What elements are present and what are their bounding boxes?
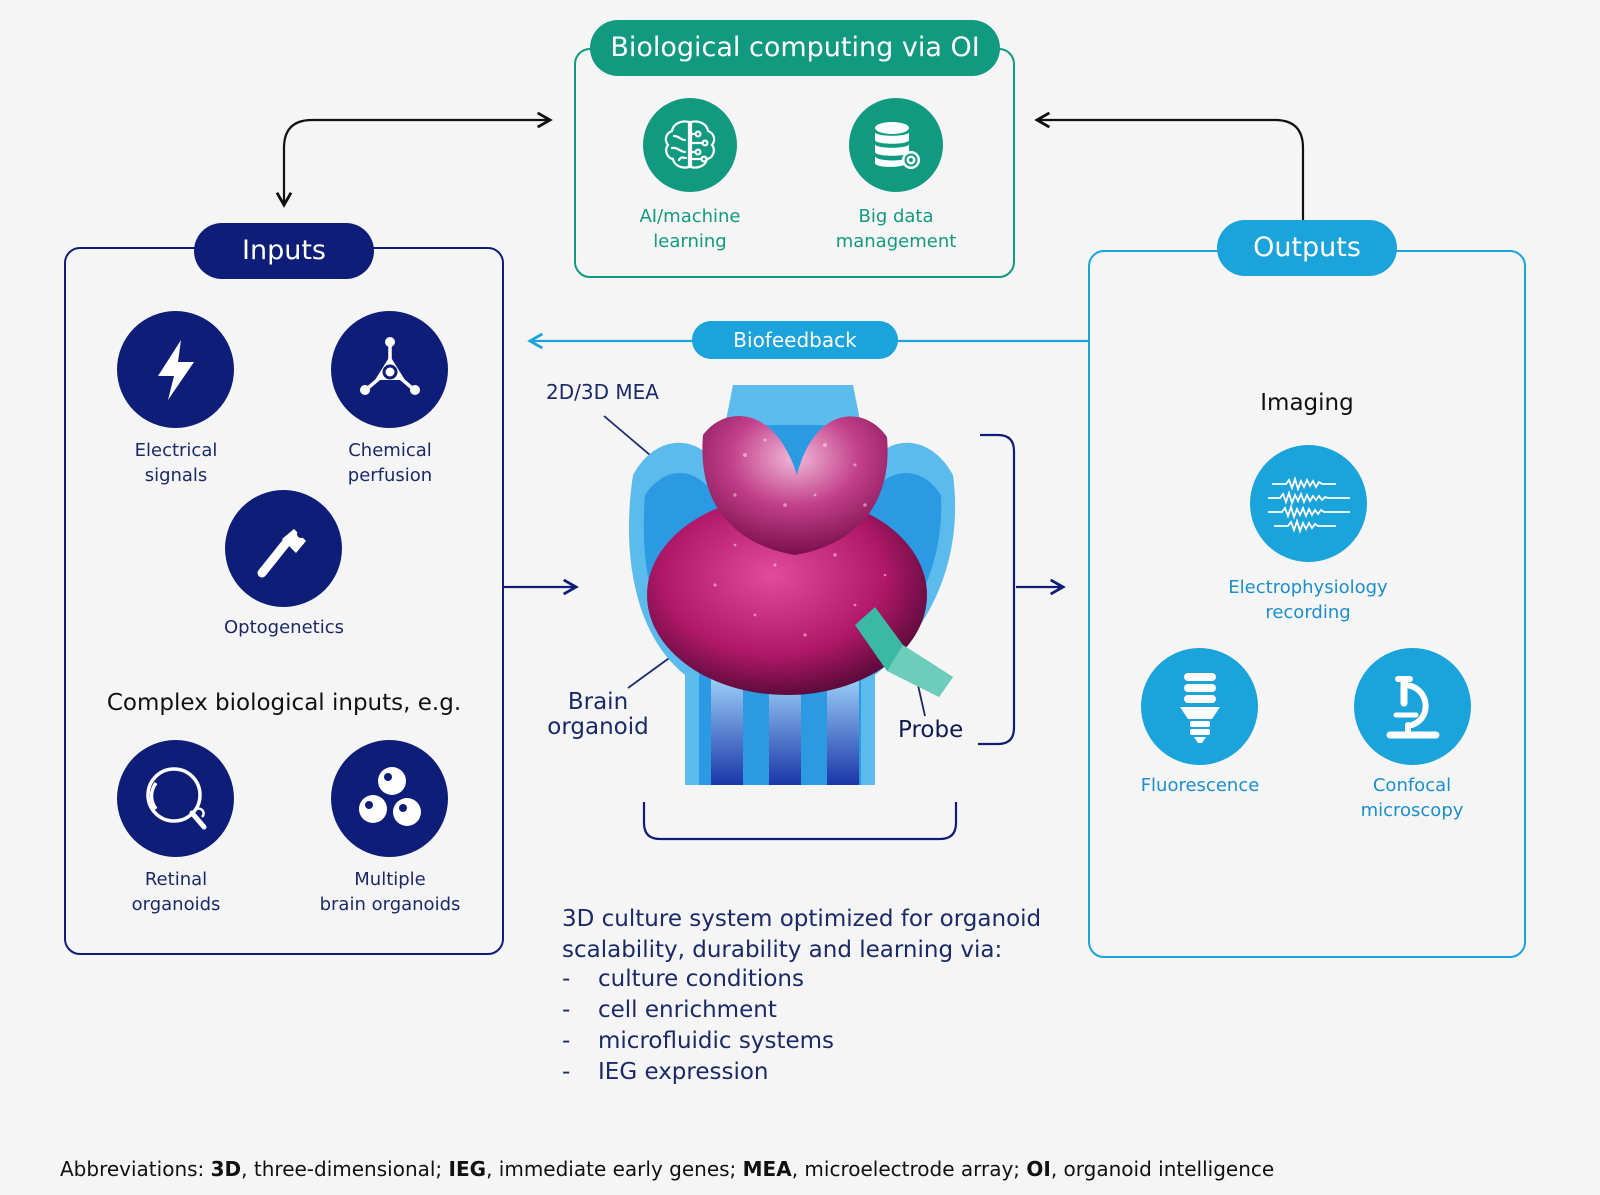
abbr-term: MEA bbox=[742, 1157, 792, 1181]
bullet-microfluidic: microfluidic systems bbox=[598, 1028, 834, 1054]
mea-leader-line bbox=[603, 415, 651, 456]
multiple-label-line2: brain organoids bbox=[319, 894, 461, 915]
retinal-label-line1: Retinal bbox=[144, 869, 208, 890]
optogenetics-label: Optogenetics bbox=[224, 617, 344, 638]
system-text-line2: scalability, durability and learning via… bbox=[562, 937, 1003, 963]
lightning-icon bbox=[157, 339, 194, 400]
bullet-enrichment: cell enrichment bbox=[598, 997, 777, 1023]
flashlight-icon bbox=[257, 528, 306, 577]
chemical-circle bbox=[331, 311, 448, 428]
chemical-label-line1: Chemical bbox=[348, 440, 432, 461]
inputs-title: Inputs bbox=[194, 223, 374, 279]
bullet-marker: - bbox=[562, 966, 571, 992]
big-data-label-line2: management bbox=[835, 231, 957, 252]
abbr-term: IEG bbox=[448, 1157, 487, 1181]
multiple-label-line1: Multiple bbox=[354, 869, 426, 890]
eye-icon bbox=[145, 766, 206, 829]
electrical-circle bbox=[117, 311, 234, 428]
organoid-label-line2: organoid bbox=[547, 714, 649, 740]
organoid-illustration bbox=[628, 385, 956, 785]
microscope-icon bbox=[1386, 675, 1439, 738]
imaging-heading: Imaging bbox=[1260, 390, 1354, 416]
electrophysiology-label-line2: recording bbox=[1265, 602, 1351, 623]
channel-strip bbox=[827, 675, 859, 785]
right-bracket bbox=[978, 433, 1016, 746]
electrical-label-line2: signals bbox=[144, 465, 208, 486]
channel-strip bbox=[711, 675, 743, 785]
electrophysiology-circle bbox=[1250, 445, 1367, 562]
abbr-def: , three-dimensional; bbox=[241, 1157, 449, 1181]
organoid-label-line1: Brain bbox=[567, 689, 629, 715]
big-data-label-line1: Big data bbox=[858, 206, 934, 227]
abbr-term: 3D bbox=[210, 1157, 242, 1181]
bullet-culture: culture conditions bbox=[598, 966, 804, 992]
bullet-ieg: IEG expression bbox=[598, 1059, 769, 1085]
database-gear-icon bbox=[875, 122, 920, 169]
brain-circuit-icon bbox=[664, 120, 716, 169]
probe-label: Probe bbox=[898, 717, 964, 743]
bullet-marker: - bbox=[562, 997, 571, 1023]
retinal-label-line2: organoids bbox=[131, 894, 221, 915]
ai-label-line2: learning bbox=[653, 231, 727, 252]
abbr-term: OI bbox=[1026, 1157, 1051, 1181]
outputs-title: Outputs bbox=[1217, 220, 1397, 276]
abbr-def: , organoid intelligence bbox=[1050, 1157, 1275, 1181]
biological-computing-title: Biological computing via OI bbox=[590, 20, 1000, 76]
electrical-label-line1: Electrical bbox=[134, 440, 218, 461]
electrophysiology-label-line1: Electrophysiology bbox=[1228, 577, 1388, 598]
bottom-bracket bbox=[642, 802, 958, 841]
fluorescence-label: Fluorescence bbox=[1140, 775, 1260, 796]
inputs-to-computing-arrow bbox=[275, 111, 553, 208]
system-description: 3D culture system optimized for organoid… bbox=[562, 904, 1041, 966]
waveform-icon bbox=[1267, 475, 1350, 534]
confocal-label-line2: microscopy bbox=[1360, 800, 1464, 821]
multiple-organoids-circle bbox=[331, 740, 448, 857]
organoid-sphere bbox=[647, 495, 927, 695]
chemical-label-line2: perfusion bbox=[347, 465, 433, 486]
organoid-texture bbox=[713, 438, 887, 637]
ai-label-line1: AI/machine bbox=[639, 206, 741, 227]
fluorescence-circle bbox=[1141, 648, 1258, 765]
abbreviations-prefix: Abbreviations: bbox=[60, 1157, 211, 1181]
spheres-icon bbox=[358, 766, 421, 826]
system-text-line1: 3D culture system optimized for organoid bbox=[562, 906, 1042, 932]
abbreviations-footer: Abbreviations: 3D, three-dimensional; IE… bbox=[60, 1157, 1274, 1181]
mea-label: 2D/3D MEA bbox=[546, 380, 659, 404]
lightbulb-icon bbox=[1179, 672, 1220, 743]
complex-inputs-heading: Complex biological inputs, e.g. bbox=[106, 690, 462, 716]
bullet-marker: - bbox=[562, 1059, 571, 1085]
optogenetics-circle bbox=[225, 490, 342, 607]
confocal-circle bbox=[1354, 648, 1471, 765]
organoid-top-lobes bbox=[702, 415, 888, 555]
retinal-circle bbox=[117, 740, 234, 857]
outputs-to-computing-arrow bbox=[1034, 111, 1305, 220]
bullet-marker: - bbox=[562, 1028, 571, 1054]
biofeedback-pill: Biofeedback bbox=[692, 321, 898, 359]
big-data-circle bbox=[849, 98, 943, 192]
ai-circle bbox=[643, 98, 737, 192]
abbr-def: , microelectrode array; bbox=[791, 1157, 1027, 1181]
abbr-def: , immediate early genes; bbox=[486, 1157, 743, 1181]
confocal-label-line1: Confocal bbox=[1372, 775, 1452, 796]
molecule-icon bbox=[359, 336, 420, 395]
